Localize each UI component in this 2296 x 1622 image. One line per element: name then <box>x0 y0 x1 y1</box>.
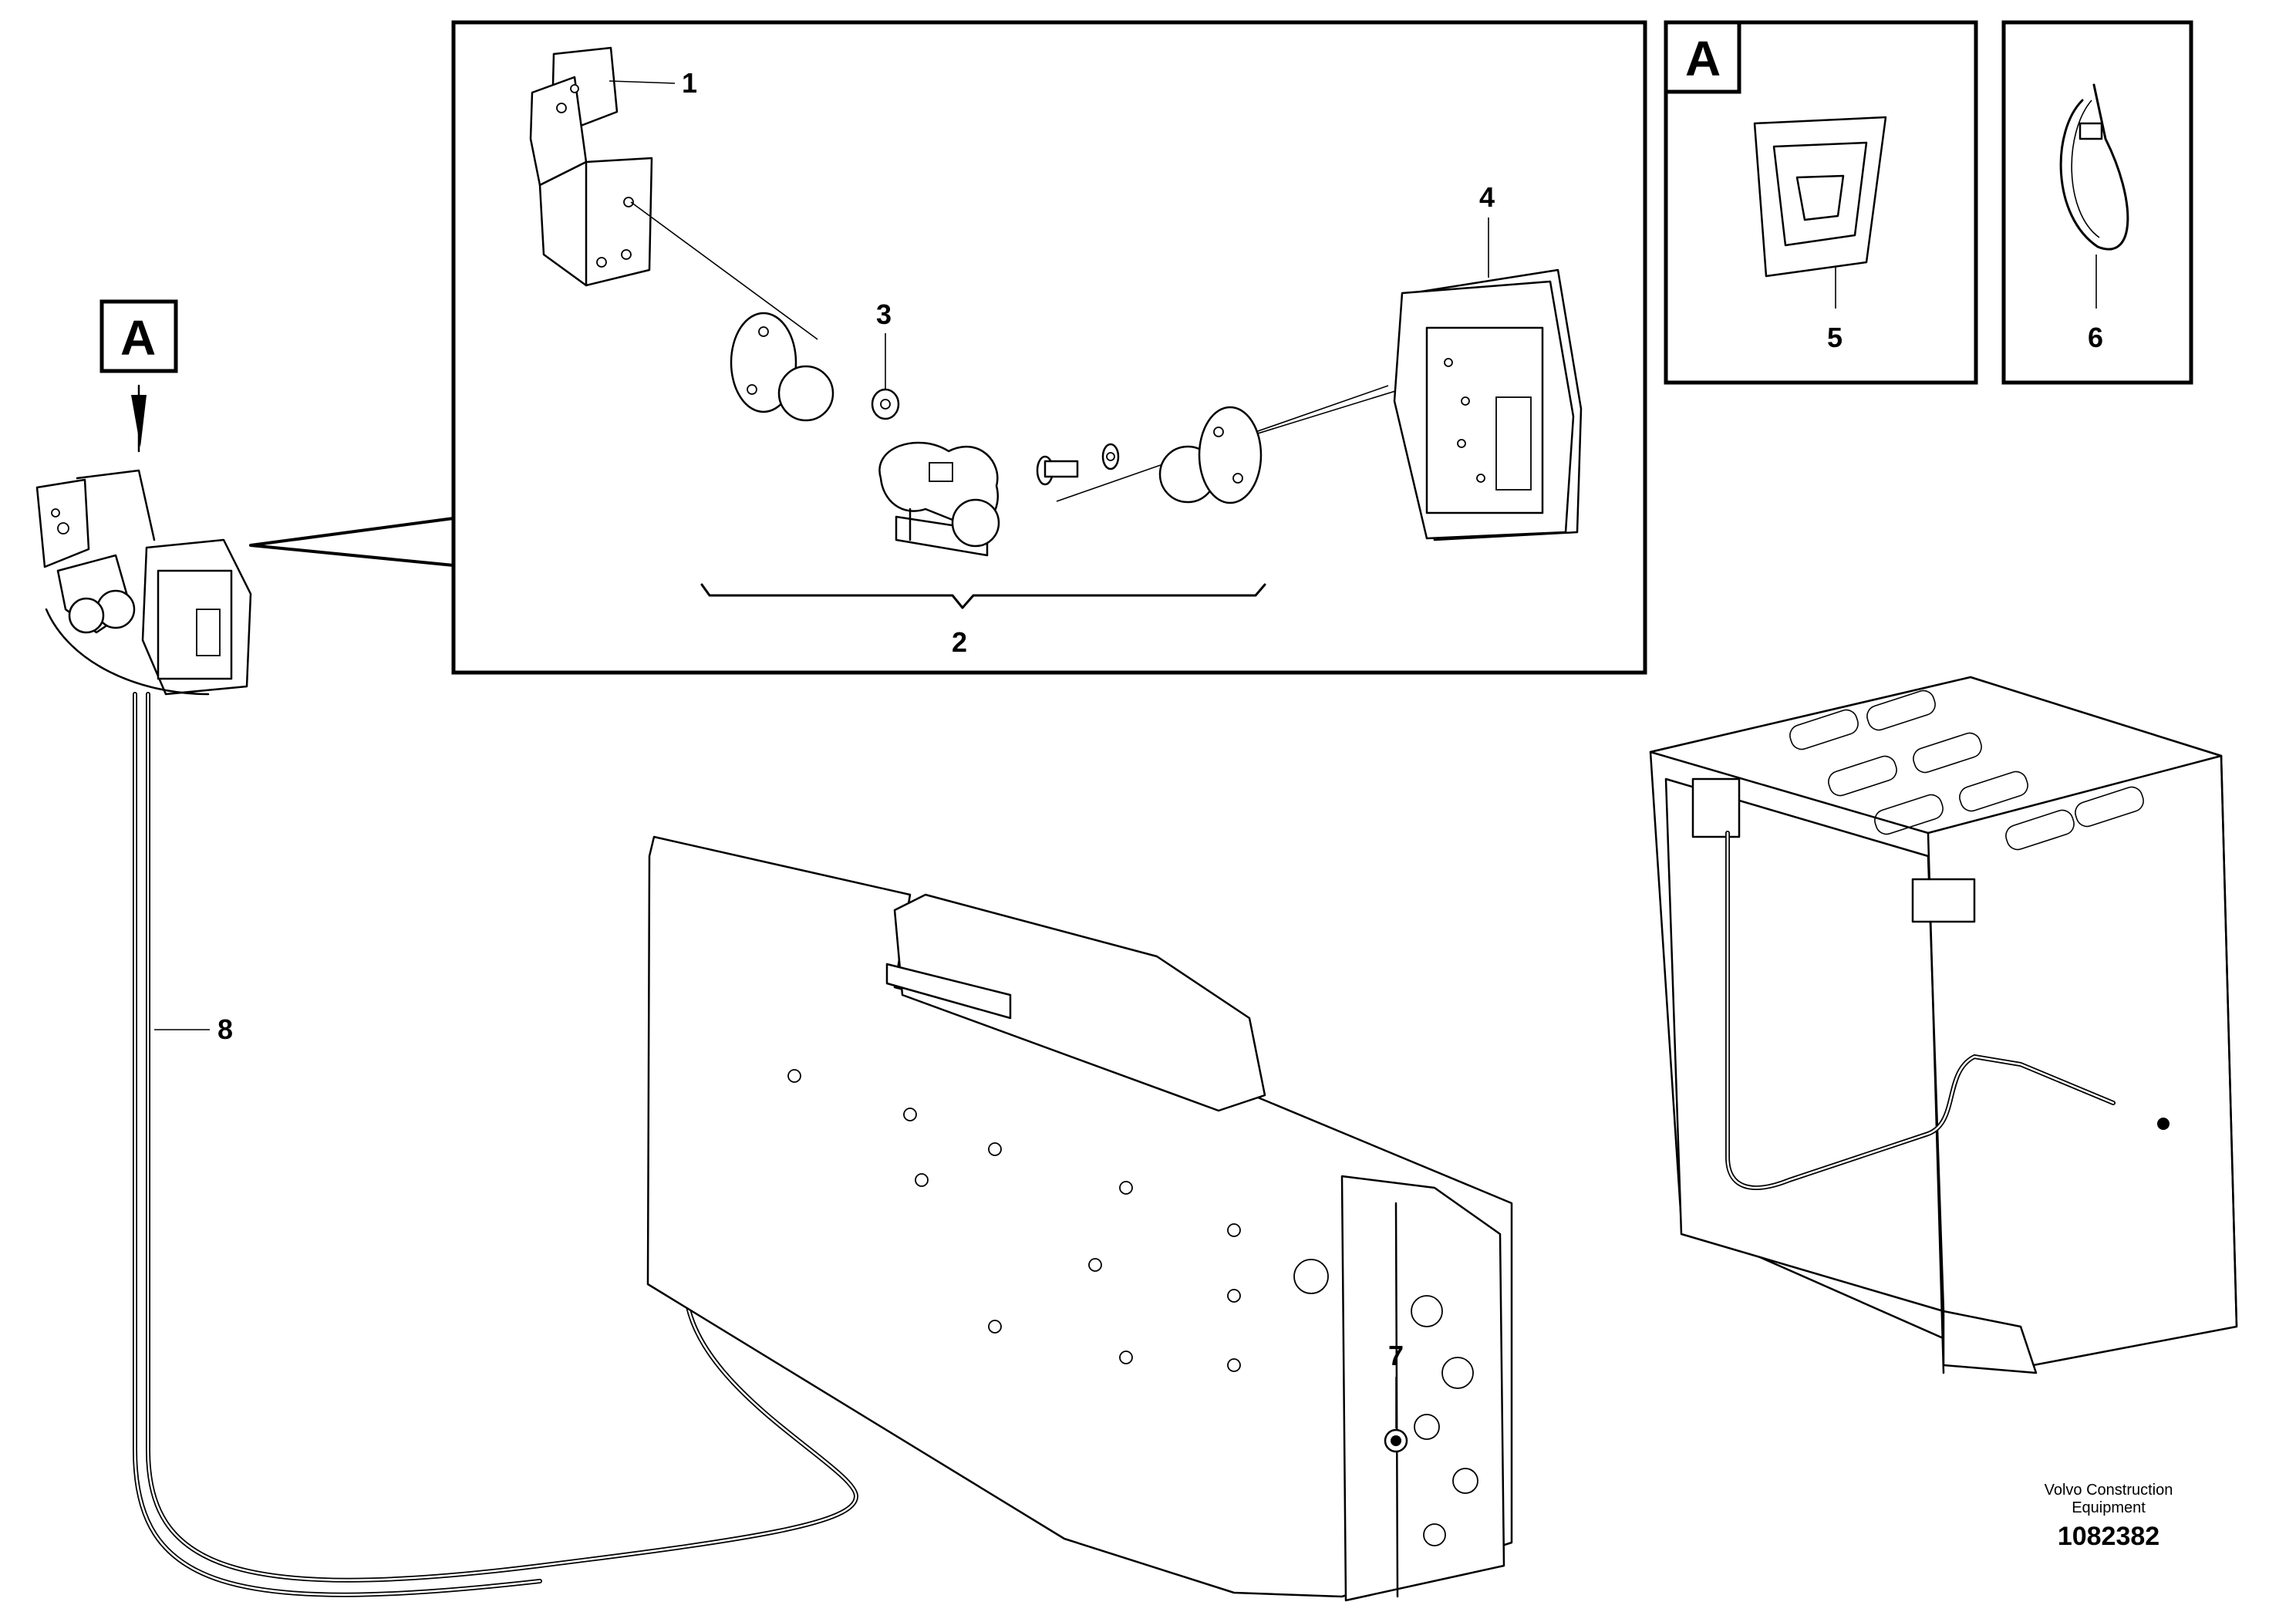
callout-5: 5 <box>1827 322 1843 353</box>
detail-view-frame <box>249 20 1647 675</box>
credit-line-1: Volvo Construction <box>2045 1482 2173 1499</box>
view-marker-left: A <box>120 310 156 366</box>
double-socket-arm <box>878 441 1000 557</box>
callout-8: 8 <box>217 1013 233 1045</box>
detail-6-frame <box>2001 20 2193 385</box>
callout-6: 6 <box>2088 322 2103 353</box>
callout-7: 7 <box>1388 1340 1404 1371</box>
ball-mount-left <box>730 312 834 422</box>
cab-frame <box>1649 676 2238 1374</box>
view-marker-detail: A <box>1685 31 1721 86</box>
view-a-marker <box>99 299 178 453</box>
callout-1: 1 <box>682 67 697 99</box>
detail-a-frame <box>1664 20 1978 385</box>
cable-mount-part <box>1753 116 1887 309</box>
ball-mount-right <box>1158 406 1263 504</box>
bracket-part <box>529 46 676 287</box>
callout-3: 3 <box>876 298 892 330</box>
display-monitor <box>1393 218 1583 541</box>
credit-line-2: Equipment <box>2072 1499 2146 1516</box>
screw-part <box>871 333 900 420</box>
callout-4: 4 <box>1479 181 1495 213</box>
bolt-part <box>1036 443 1120 486</box>
cable-tie-part <box>2059 83 2129 309</box>
document-number: 1082382 <box>2058 1522 2159 1551</box>
callout-2: 2 <box>952 626 967 658</box>
dashboard-panel <box>646 835 1513 1602</box>
monitor-assembly <box>35 469 252 696</box>
